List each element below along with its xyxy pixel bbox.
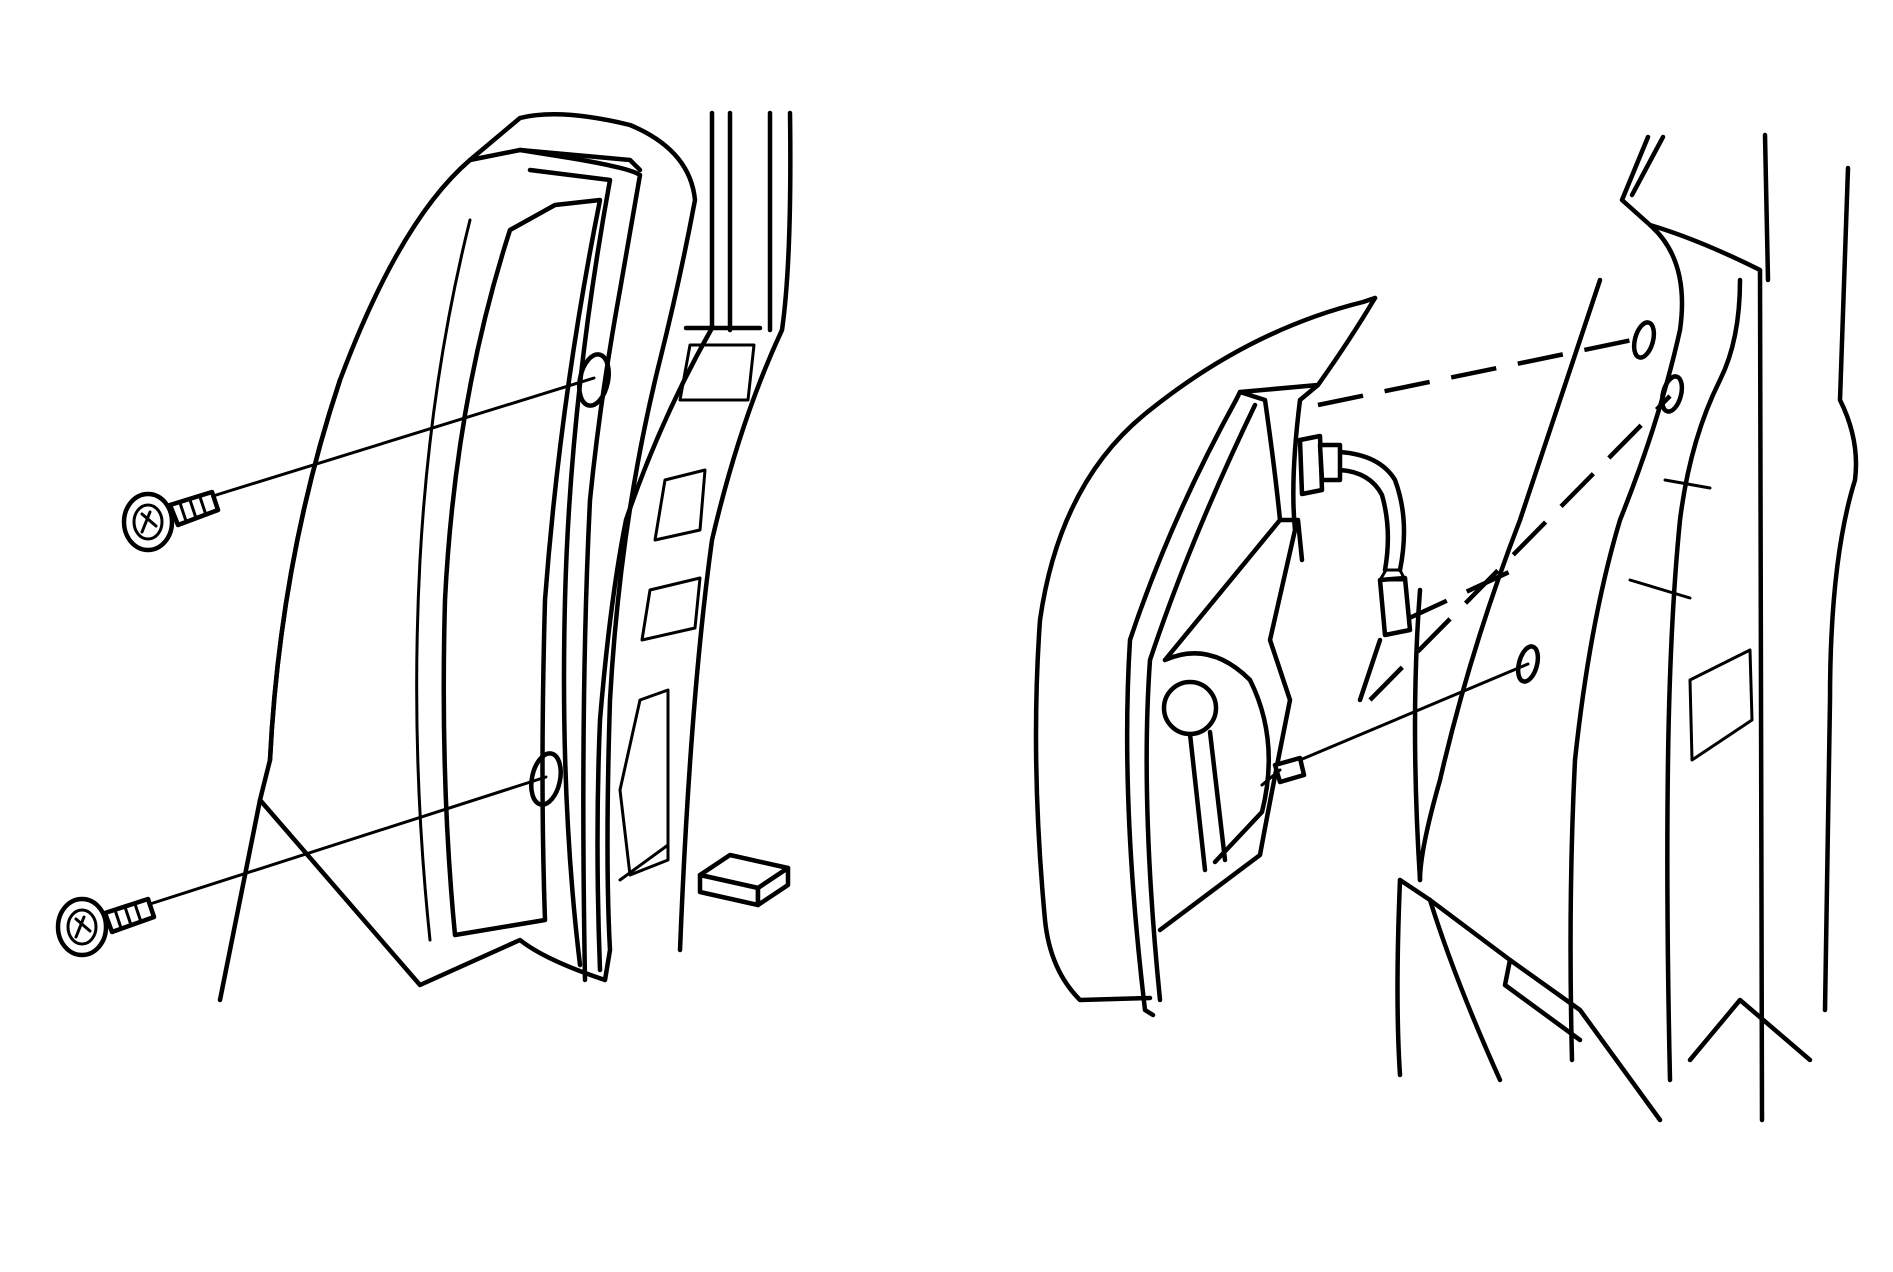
right-tail-lamp-housing [1033,295,1378,1018]
left-tail-lamp-housing [217,112,698,1003]
right-alignment-lines [1298,335,1672,762]
right-panel [1033,132,1859,1123]
right-wiring-harness [1260,433,1413,787]
left-retainer-clip [697,852,791,908]
left-lower-screw [55,775,548,958]
left-body-pillar [595,110,793,973]
left-panel [55,110,793,1003]
left-upper-screw [121,376,596,553]
right-body-pillar [1395,132,1859,1123]
